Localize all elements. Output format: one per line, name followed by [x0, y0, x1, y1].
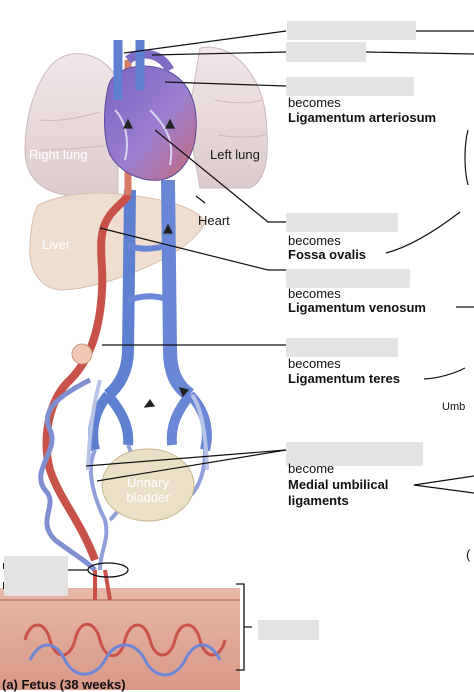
urinary-bladder-shape	[101, 448, 195, 522]
answer-mask-6	[286, 338, 398, 357]
iliac-vessels-left	[88, 391, 134, 452]
placenta	[0, 588, 240, 690]
answer-mask-1	[287, 21, 416, 40]
answer-mask-2	[286, 42, 366, 62]
become-text-5: become	[288, 461, 335, 476]
medial-umbilical-label: Medial umbilical	[288, 477, 389, 492]
ligamentum-venosum-label: Ligamentum venosum	[288, 300, 426, 315]
becomes-text-3: becomes	[288, 286, 341, 301]
right-lung-label: Right lung	[29, 147, 88, 162]
ligaments-label: ligaments	[288, 493, 349, 508]
placenta-vessels	[23, 622, 227, 658]
ductus-arteriosus	[125, 49, 174, 73]
descending-aorta	[103, 189, 136, 400]
ligamentum-teres-label: Ligamentum teres	[288, 371, 400, 386]
urinary-bladder-label: Urinary bladder	[118, 475, 178, 506]
answer-mask-8	[4, 556, 68, 596]
left-lung-shape	[187, 46, 268, 189]
answer-mask-4	[286, 213, 398, 232]
right-lung-shape	[24, 53, 119, 197]
umbilicus-ring	[71, 343, 93, 365]
urinary-bladder-line2: bladder	[126, 489, 170, 505]
figure-caption: (a) Fetus (38 weeks)	[2, 677, 126, 692]
heart-label: Heart	[198, 213, 230, 228]
answer-mask-9	[258, 620, 319, 640]
answer-mask-3	[286, 77, 414, 96]
liver-label: Liver	[42, 237, 71, 252]
fossa-ovalis-label: Fossa ovalis	[288, 247, 367, 262]
urinary-bladder-line1: Urinary	[127, 475, 169, 490]
becomes-text-1: becomes	[288, 95, 341, 110]
paren-fragment: (	[466, 547, 471, 562]
umb-fragment: Umb	[442, 401, 466, 413]
becomes-text-4: becomes	[288, 356, 341, 371]
answer-mask-5	[286, 269, 410, 288]
liver-shape	[29, 192, 206, 291]
ligamentum-arteriosum-label: Ligamentum arteriosum	[288, 110, 437, 125]
left-lung-label: Left lung	[210, 147, 260, 162]
becomes-text-2: becomes	[288, 233, 341, 248]
placenta-bracket	[236, 583, 252, 671]
answer-mask-7	[286, 442, 423, 466]
umbilical-arteries	[38, 377, 97, 572]
